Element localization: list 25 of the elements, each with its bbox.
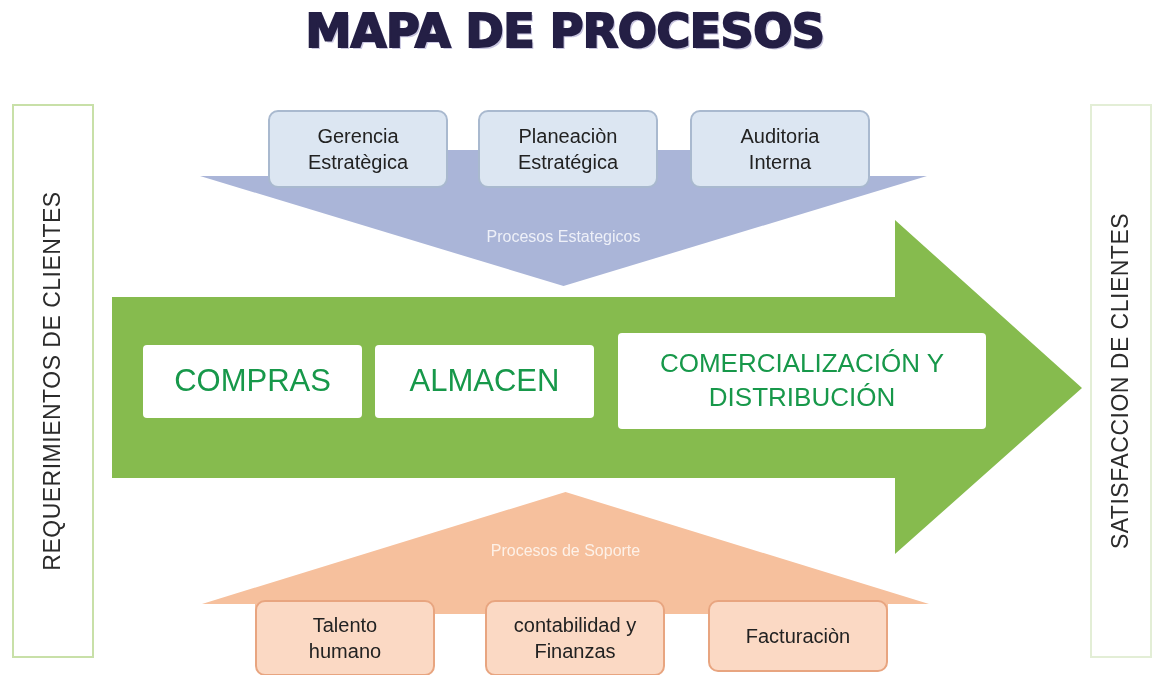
process-box [690, 110, 870, 188]
process-box [268, 110, 448, 188]
side-band [1090, 104, 1152, 658]
process-label: COMPRAS [173, 362, 332, 401]
process-label: contabilidad y Finanzas [512, 613, 638, 664]
process-box [478, 110, 658, 188]
process-box [255, 600, 435, 675]
process-box [485, 600, 665, 675]
process-label: ALMACEN [408, 362, 561, 401]
vertical-label: SATISFACCION DE CLIENTES [1106, 211, 1135, 552]
band-label: Procesos de Soporte [489, 540, 642, 561]
process-box [143, 345, 362, 418]
process-label: Gerencia Estratègica [306, 124, 410, 175]
process-label: Planeaciòn Estratégica [516, 124, 620, 175]
band-label: Procesos Estategicos [485, 226, 642, 247]
process-label: Facturaciòn [744, 624, 852, 649]
process-box [375, 345, 594, 418]
process-label: Auditoria Interna [739, 124, 821, 175]
process-box [618, 333, 986, 429]
process-label: Talento humano [307, 613, 383, 664]
process-box [708, 600, 888, 672]
title: MAPA DE PROCESOS [304, 4, 826, 58]
side-band [12, 104, 94, 658]
process-label: COMERCIALIZACIÓN Y DISTRIBUCIÓN [658, 347, 946, 414]
vertical-label: REQUERIMIENTOS DE CLIENTES [38, 190, 67, 573]
